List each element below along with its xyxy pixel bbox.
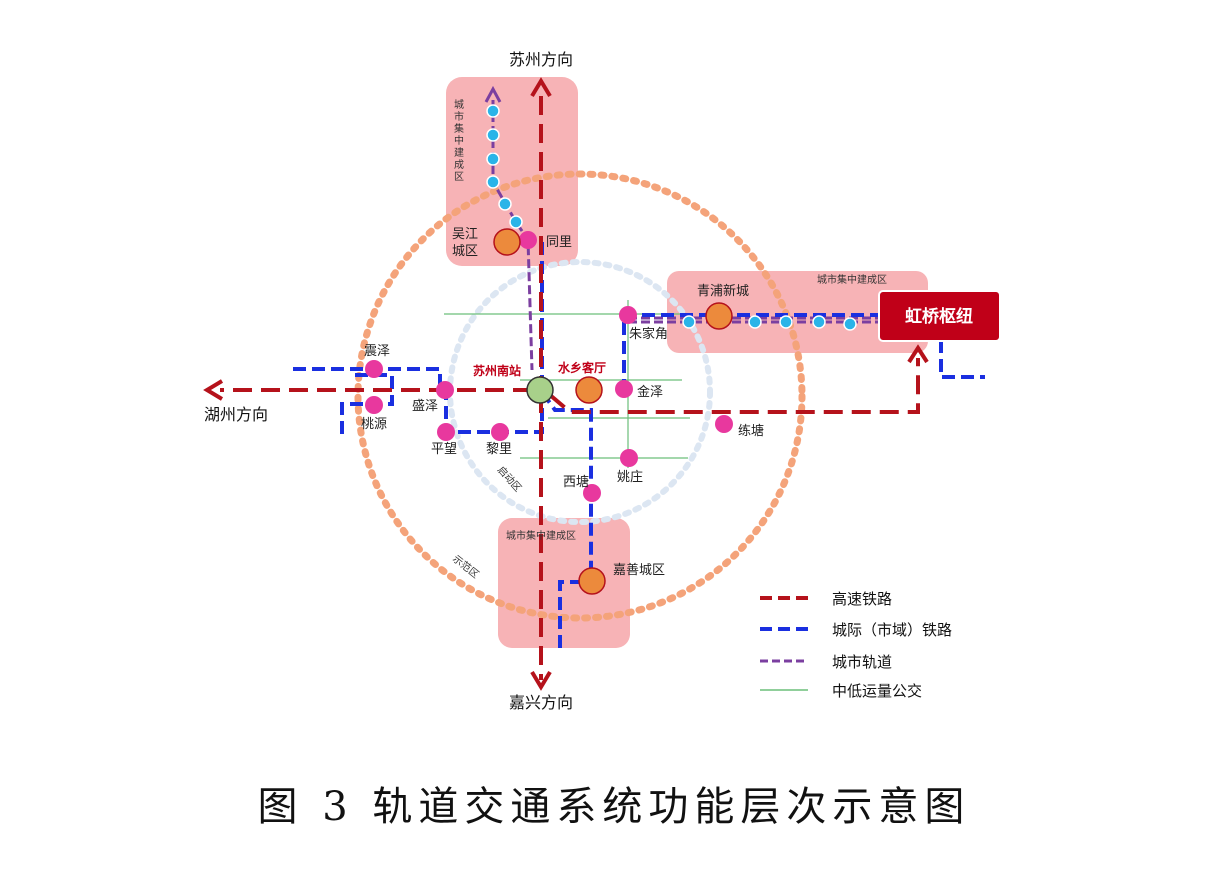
metro-stop-dots bbox=[486, 104, 857, 331]
lili-station[interactable] bbox=[491, 423, 509, 441]
shuixiang-label: 水乡客厅 bbox=[558, 360, 606, 375]
tongli-station[interactable] bbox=[519, 231, 537, 249]
west-direction: 湖州方向 bbox=[204, 405, 268, 424]
start-zone-label: 启动区 bbox=[495, 463, 525, 494]
jiashan-hub[interactable] bbox=[578, 567, 606, 595]
west-arrow bbox=[203, 379, 224, 401]
demo-zone-ring bbox=[354, 170, 806, 622]
taoyuan-label: 桃源 bbox=[361, 417, 387, 432]
legend-metro: 城市轨道 bbox=[832, 653, 892, 671]
pingwang-station[interactable] bbox=[437, 423, 455, 441]
qingpu-zone bbox=[667, 271, 928, 353]
jinze-label: 金泽 bbox=[637, 384, 663, 400]
suzhou-south-label: 苏州南站 bbox=[473, 363, 521, 378]
legend: 高速铁路 城际（市域）铁路 城市轨道 中低运量公交 bbox=[760, 590, 952, 700]
pingwang-label: 平望 bbox=[431, 441, 457, 457]
wujiang-zone-note: 城市集中建成区 bbox=[454, 99, 466, 183]
qingpu-hub[interactable] bbox=[705, 302, 733, 330]
yaozhuang-label: 姚庄 bbox=[617, 469, 643, 485]
orange-hubs bbox=[493, 228, 733, 595]
hongqiao-hub-box[interactable] bbox=[878, 290, 1001, 342]
xitang-label: 西塘 bbox=[563, 474, 589, 490]
suzhou-south-hub[interactable] bbox=[526, 376, 554, 404]
liantang-station[interactable] bbox=[715, 415, 733, 433]
legend-bus: 中低运量公交 bbox=[832, 682, 922, 700]
zhenze-label: 震泽 bbox=[364, 344, 390, 359]
figure-caption: 图 3 轨道交通系统功能层次示意图 bbox=[258, 784, 971, 830]
south-direction: 嘉兴方向 bbox=[509, 693, 573, 712]
zhenze-station[interactable] bbox=[365, 360, 383, 378]
shengze-label: 盛泽 bbox=[412, 399, 438, 414]
shuixiang-hub[interactable] bbox=[575, 376, 603, 404]
liantang-label: 练塘 bbox=[738, 423, 764, 439]
shengze-station[interactable] bbox=[436, 381, 454, 399]
north-arrow bbox=[530, 77, 552, 98]
yaozhuang-station[interactable] bbox=[620, 449, 638, 467]
legend-hsr: 高速铁路 bbox=[832, 590, 892, 608]
north-direction: 苏州方向 bbox=[509, 50, 573, 69]
zhujiajiao-station[interactable] bbox=[619, 306, 637, 324]
taoyuan-station[interactable] bbox=[365, 396, 383, 414]
tongli-label: 同里 bbox=[546, 235, 572, 250]
jinze-station[interactable] bbox=[615, 380, 633, 398]
wujiang-hub[interactable] bbox=[493, 228, 521, 256]
xitang-station[interactable] bbox=[583, 484, 601, 502]
qingpu-label: 青浦新城 bbox=[697, 283, 749, 299]
lili-label: 黎里 bbox=[486, 442, 512, 457]
wujiang-label-2: 城区 bbox=[452, 244, 478, 259]
south-arrow bbox=[530, 670, 552, 691]
wujiang-zone bbox=[446, 77, 578, 266]
bus-lines bbox=[444, 300, 690, 468]
hub-arrow bbox=[907, 344, 929, 364]
hsr-lines bbox=[220, 96, 920, 680]
metro-arrow bbox=[484, 85, 502, 103]
pink-stations bbox=[365, 231, 733, 502]
zhujiajiao-label: 朱家角 bbox=[629, 326, 668, 342]
jiashan-label: 嘉善城区 bbox=[613, 562, 665, 578]
qingpu-zone-note: 城市集中建成区 bbox=[817, 273, 887, 286]
jiashan-zone-note: 城市集中建成区 bbox=[506, 529, 576, 542]
hongqiao-hub-label: 虹桥枢纽 bbox=[905, 306, 973, 327]
wujiang-label-1: 吴江 bbox=[452, 227, 478, 242]
legend-intercity: 城际（市域）铁路 bbox=[832, 621, 952, 639]
